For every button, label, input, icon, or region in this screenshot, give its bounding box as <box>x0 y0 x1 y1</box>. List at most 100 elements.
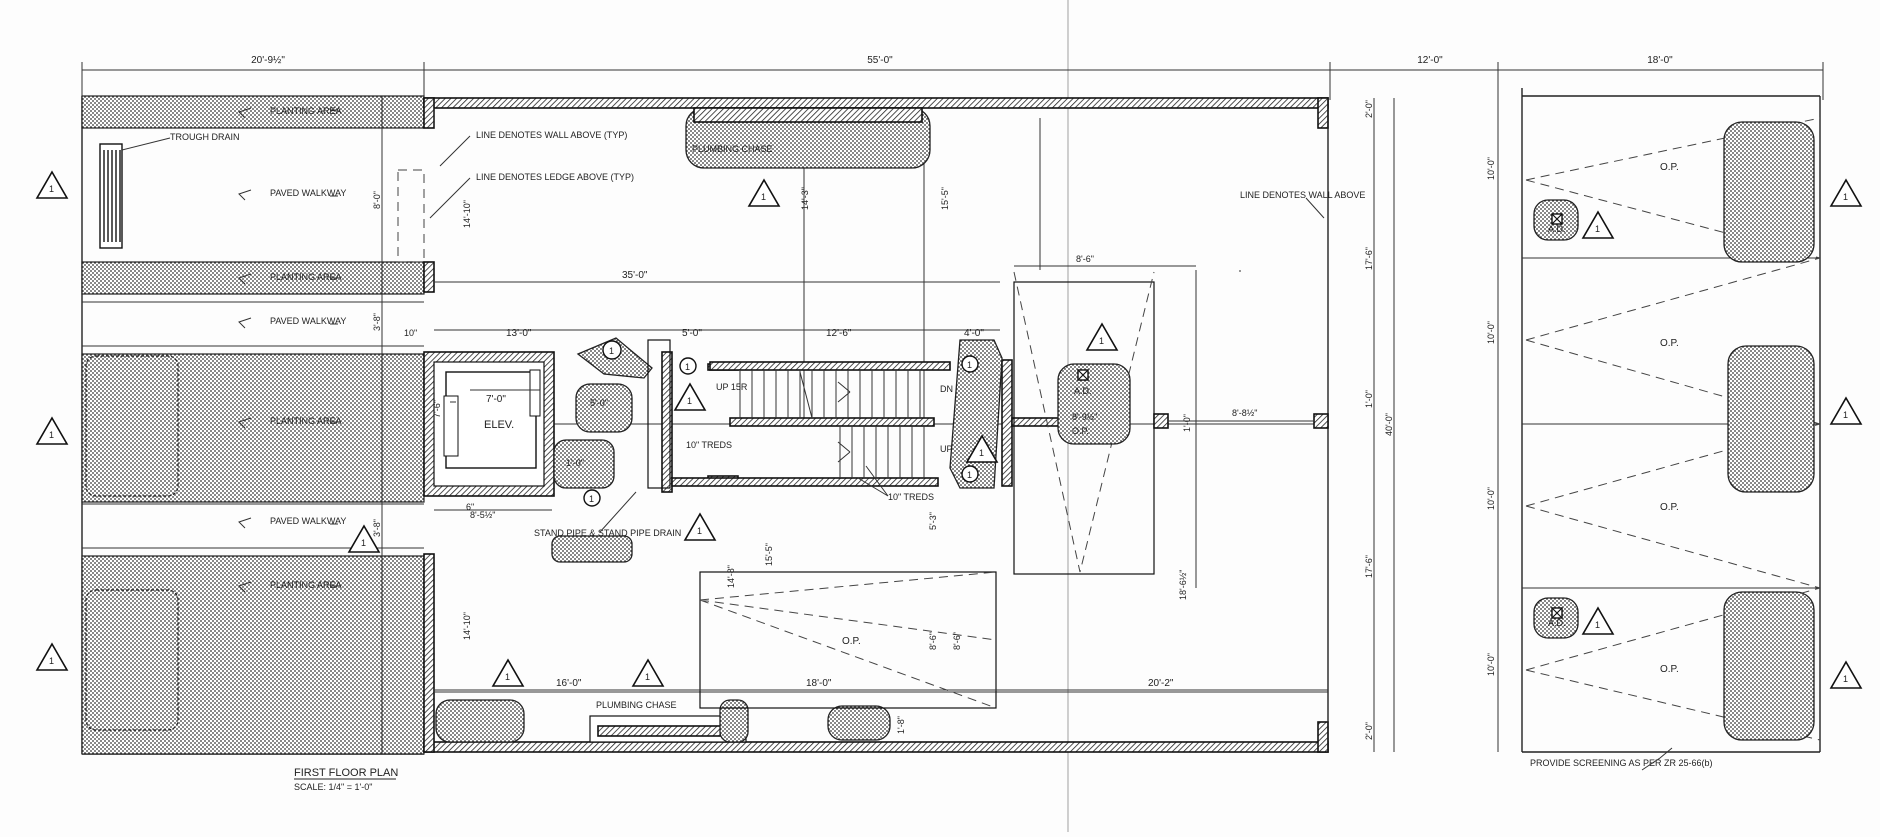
stair-core-wall-right <box>1001 359 1013 487</box>
area-drain-label-center: A.D. <box>1074 386 1092 396</box>
dim-15-5: 15'-5" <box>940 187 950 210</box>
dim-14-8: 14'-8" <box>726 565 736 588</box>
right-parking-area: A.D. A.D. O.P. O.P. O.P. O.P. 10'-0" 10'… <box>1486 88 1821 771</box>
planting-area-label-3: PLANTING AREA <box>270 416 342 426</box>
plumbing-chase-label-top: PLUMBING CHASE <box>692 144 773 154</box>
planting-area-large-1 <box>81 353 425 503</box>
rev-mark: 1 <box>761 192 766 202</box>
plumbing-chase-label-bottom: PLUMBING CHASE <box>596 700 677 710</box>
dim-3-8: 3'-8" <box>372 313 382 331</box>
dim-8-6-c: 8'-6" <box>952 632 962 650</box>
dim-13-0: 13'-0" <box>506 328 532 339</box>
dim-top-main: 55'-0" <box>867 55 893 66</box>
dim-12-6: 12'-6" <box>826 328 852 339</box>
stair-up-label: UP 15R <box>716 382 748 392</box>
dim-35-0: 35'-0" <box>622 270 648 281</box>
dim-5-0: 5'-0" <box>682 328 702 339</box>
dim-20-2: 20'-2" <box>1148 678 1174 689</box>
planting-area-label-1: PLANTING AREA <box>270 106 342 116</box>
area-drain-icon <box>1077 369 1089 381</box>
area-drain-label-right-2: A.D. <box>1548 618 1566 628</box>
rev-mark: 1 <box>1843 674 1848 684</box>
dim-40-0: 40'-0" <box>1384 413 1394 436</box>
dim-14-10-bottom: 14'-10" <box>462 612 472 640</box>
plan-title-block: FIRST FLOOR PLAN SCALE: 1/4" = 1'-0" <box>294 767 398 792</box>
trough-drain-label: TROUGH DRAIN <box>170 132 240 142</box>
dim-1-0-right: 1'-0" <box>1182 414 1192 432</box>
rev-mark: 1 <box>1595 620 1600 630</box>
dim-16-0: 16'-0" <box>556 678 582 689</box>
dim-2-0-top: 2'-0" <box>1364 100 1374 118</box>
paved-walkway-label-3: PAVED WALKWAY <box>270 516 346 526</box>
shrub-center <box>1057 363 1131 445</box>
shrub-parking-1 <box>1723 121 1815 263</box>
svg-text:1: 1 <box>685 362 690 372</box>
dim-14-3: 14'-3" <box>800 187 810 210</box>
plan-scale: SCALE: 1/4" = 1'-0" <box>294 782 372 792</box>
dim-10-c: 10'-0" <box>1486 487 1496 510</box>
dim-3-8-b: 3'-8" <box>372 519 382 537</box>
stair-core-wall-top <box>709 361 951 371</box>
op-label-lower: O.P. <box>842 636 861 647</box>
dim-top-left: 20'-9½" <box>251 55 285 66</box>
dim-10-a: 10'-0" <box>1486 157 1496 180</box>
rev-mark: 1 <box>697 526 702 536</box>
rev-mark: 1 <box>49 656 54 666</box>
treds-label-b: 10" TREDS <box>888 492 934 502</box>
dim-10-d: 10'-0" <box>1486 653 1496 676</box>
dim-7-6-elev: 7'-6" <box>432 400 442 418</box>
treds-label-a: 10" TREDS <box>686 440 732 450</box>
op-label-center: O.P. <box>1072 426 1089 436</box>
svg-text:1: 1 <box>609 346 614 356</box>
dim-7-0: 7'-0" <box>486 394 506 405</box>
dim-17-6-bottom: 17'-6" <box>1364 555 1374 578</box>
dim-15-5-b: 15'-5" <box>764 543 774 566</box>
dim-8-9half: 8'-9½" <box>1072 412 1097 422</box>
dim-18-6half: 18'-6½" <box>1178 570 1188 600</box>
dim-top-right-a: 12'-0" <box>1417 55 1443 66</box>
dim-10-b: 10'-0" <box>1486 321 1496 344</box>
plan-title: FIRST FLOOR PLAN <box>294 767 398 779</box>
shrub-bottom-center <box>827 705 891 741</box>
dim-14-10-top: 14'-10" <box>462 200 472 228</box>
area-drain-label-right-1: A.D. <box>1548 224 1566 234</box>
svg-text:1: 1 <box>589 494 594 504</box>
rev-mark: 1 <box>1843 192 1848 202</box>
rev-mark: 1 <box>1099 336 1104 346</box>
wall-above-note: LINE DENOTES WALL ABOVE (TYP) <box>476 130 627 140</box>
shrub-bottom-left <box>435 699 525 743</box>
planting-strip-top <box>81 95 425 129</box>
stair-core-spine <box>729 417 935 427</box>
planting-area-label-2: PLANTING AREA <box>270 272 342 282</box>
plumbing-chase-top <box>693 107 923 123</box>
dim-top-right-b: 18'-0" <box>1647 55 1673 66</box>
dim-1-0-ext: 1'-0" <box>1364 390 1374 408</box>
svg-text:1: 1 <box>967 360 972 370</box>
standpipe-label: STAND PIPE & STAND PIPE DRAIN <box>534 528 681 538</box>
south-wall <box>423 741 1329 753</box>
rev-mark: 1 <box>1843 410 1848 420</box>
lower-open-area <box>699 571 997 709</box>
rev-mark: 1 <box>49 184 54 194</box>
dim-5-0-stair: 5'-0" <box>590 398 608 408</box>
top-dimension-string: 20'-9½" 55'-0" 12'-0" 18'-0" <box>81 55 1824 100</box>
op-label-p1: O.P. <box>1660 162 1679 173</box>
rev-mark: 1 <box>49 430 54 440</box>
op-label-p2: O.P. <box>1660 338 1679 349</box>
rev-mark: 1 <box>505 672 510 682</box>
dim-8-8half: 8'-8½" <box>1232 408 1257 418</box>
dim-10in: 10" <box>404 328 417 338</box>
wall-above-note-right: LINE DENOTES WALL ABOVE <box>1240 190 1365 200</box>
elevator-car <box>445 371 537 469</box>
rev-mark: 1 <box>361 538 366 548</box>
shrub-parking-3 <box>1723 591 1815 741</box>
revision-marks: 1 1 1 1 1 1 1 1 1 1 1 1 1 1 1 1 <box>36 171 1862 689</box>
dim-8-6-b: 8'-6" <box>928 632 938 650</box>
svg-text:1: 1 <box>967 470 972 480</box>
dim-17-6-top: 17'-6" <box>1364 247 1374 270</box>
planting-area-label-4: PLANTING AREA <box>270 580 342 590</box>
main-building: PLUMBING CHASE PLUMBING CHASE LINE DENOT… <box>397 97 1395 753</box>
shrub-parking-2 <box>1727 345 1815 493</box>
stair-core-wall-left <box>661 351 673 493</box>
